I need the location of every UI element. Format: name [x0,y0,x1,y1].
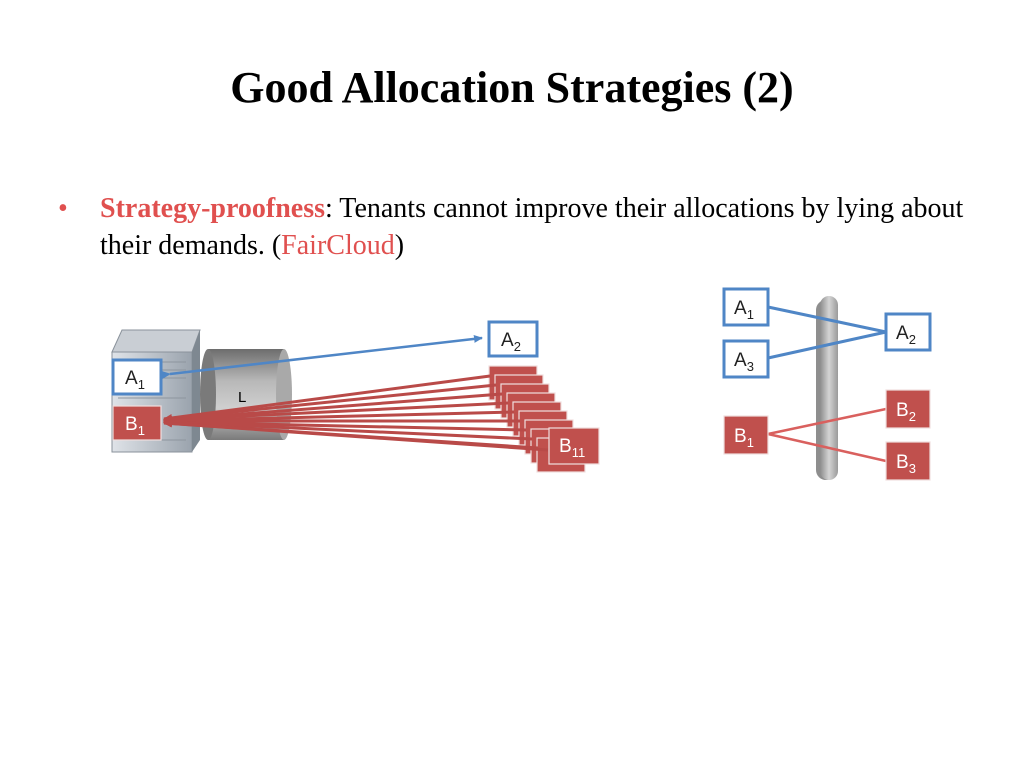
link-label: L [238,389,246,406]
b-connections [767,407,887,463]
right-a1-node [722,287,770,327]
b11-label: B11 [559,436,585,460]
right-a2-label: A2 [896,323,916,347]
right-a3-label: A3 [734,350,754,374]
a2-label: A2 [501,330,521,354]
right-b1-node [723,415,769,455]
b11-node [548,427,600,465]
b1-node [112,405,162,441]
right-b3-node [885,441,931,481]
a-flow-arrow [161,334,483,379]
a1-label: A1 [125,368,145,392]
right-b1-label: B1 [734,426,754,450]
bullet-body: : Tenants cannot improve their allocatio… [100,193,964,261]
left-diagram: L [111,320,600,473]
b-flow-arrows [163,374,549,452]
bullet-term: Strategy-proofness [100,193,326,224]
bullet-close: ) [394,230,405,261]
a-connections [767,305,887,360]
link-disk [816,296,838,480]
bullet-text: Strategy-proofness: Tenants cannot impro… [100,190,970,264]
bullet-marker: • [58,193,68,224]
right-b2-label: B2 [896,400,916,424]
bullet-reference: FairCloud [281,230,395,261]
right-b3-label: B3 [896,452,916,476]
b1-label: B1 [125,414,145,438]
right-a3-node [722,339,770,379]
slide-title: Good Allocation Strategies (2) [230,63,794,112]
right-a1-label: A1 [734,298,754,322]
right-a2-node [884,312,932,352]
a2-node [487,320,539,358]
right-b2-node [885,389,931,429]
right-diagram: A1 A3 A2 B1 B2 B3 [722,287,932,481]
a1-node [111,358,163,396]
